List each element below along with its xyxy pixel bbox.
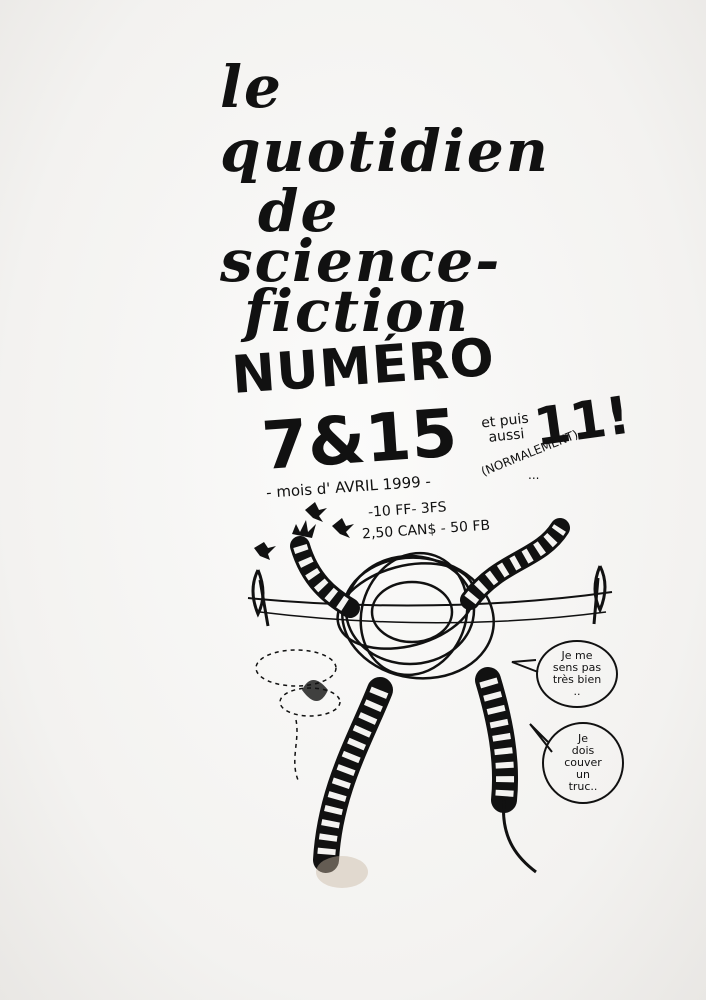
clothesline-lower [259,611,607,624]
speech-bubble-1: Je me sens pas très bien .. [536,640,618,708]
larva-sketch [302,680,328,701]
striped-tail-lower-left [313,677,393,873]
leaf-doodle-3 [254,542,276,560]
clothespin-left [251,569,270,627]
leaf-doodle-1 [305,502,327,522]
title-line-2: quotidien [220,117,550,185]
speech-bubble-2-text: Je dois couver un truc.. [564,732,602,793]
speech-bubble-1-text: Je me sens pas très bien .. [552,649,602,698]
clothesline [247,591,613,607]
title-line-1: le [220,53,283,121]
clothespin-right [592,565,607,625]
speech-bubble-2: Je dois couver un truc.. [542,722,624,804]
bubble-tail-2 [529,723,553,753]
paper-stain [316,856,368,888]
striped-tail-lower-right [475,667,537,874]
title-line-4: science- [220,227,502,295]
dashed-wing-sketch [255,649,341,781]
striped-tail-upper-left [290,520,360,618]
normalement-ellipsis: ... [528,468,540,482]
bubble-tail-1 [511,659,539,673]
striped-tail-upper-right [460,518,570,610]
title-line-3: de [258,177,340,245]
title-line-5: fiction [244,277,470,345]
leaf-doodle-2 [332,518,354,538]
